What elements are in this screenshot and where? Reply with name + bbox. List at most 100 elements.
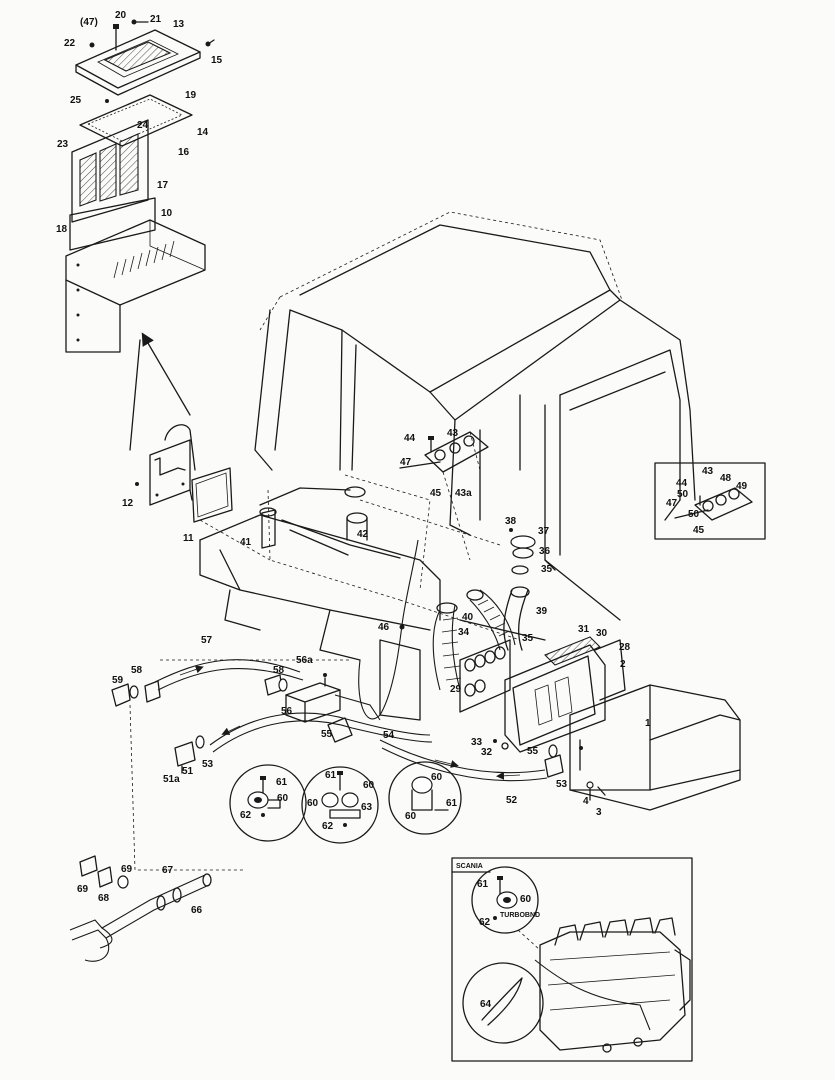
label: 29 bbox=[450, 684, 462, 695]
label: 61 bbox=[446, 798, 458, 809]
label: 61 bbox=[325, 770, 337, 781]
label: 15 bbox=[211, 55, 223, 66]
label: 58 bbox=[131, 665, 143, 676]
clamp-detail-1 bbox=[229, 764, 307, 842]
filter-box-explosion bbox=[65, 19, 215, 451]
label: 37 bbox=[538, 526, 550, 537]
label: 14 bbox=[197, 127, 209, 138]
label: 28 bbox=[619, 642, 631, 653]
label: 69 bbox=[121, 864, 133, 875]
label: 66 bbox=[191, 905, 203, 916]
label: 21 bbox=[150, 14, 162, 25]
label: 20 bbox=[115, 10, 127, 21]
label: 22 bbox=[64, 38, 76, 49]
label: 31 bbox=[578, 624, 590, 635]
label: 63 bbox=[361, 802, 373, 813]
label: 62 bbox=[240, 810, 252, 821]
label: 61 bbox=[477, 879, 489, 890]
box-1 bbox=[569, 684, 741, 811]
label: 56a bbox=[296, 655, 313, 666]
label: 54 bbox=[383, 730, 395, 741]
label: 43 bbox=[447, 428, 459, 439]
vent-detail-box bbox=[654, 462, 766, 540]
label: 2 bbox=[620, 659, 626, 670]
label: 17 bbox=[157, 180, 169, 191]
label: 13 bbox=[173, 19, 185, 30]
label: 55 bbox=[321, 729, 333, 740]
label: 55 bbox=[527, 746, 539, 757]
label: 60 bbox=[277, 793, 289, 804]
label: 50 bbox=[677, 489, 689, 500]
label: 10 bbox=[161, 208, 173, 219]
label: 4 bbox=[583, 796, 589, 807]
label: 60 bbox=[431, 772, 443, 783]
label: 40 bbox=[462, 612, 474, 623]
label: 47 bbox=[666, 498, 678, 509]
label: 43 bbox=[702, 466, 714, 477]
label: (47) bbox=[80, 17, 98, 28]
ducts-hoses bbox=[432, 528, 626, 753]
clamp-detail-3 bbox=[388, 761, 462, 835]
label: 35 bbox=[522, 633, 534, 644]
label: 60 bbox=[520, 894, 532, 905]
label: SCANIA bbox=[456, 863, 483, 870]
label: 53 bbox=[202, 759, 214, 770]
label: 38 bbox=[505, 516, 517, 527]
label: 42 bbox=[357, 529, 369, 540]
label: 24 bbox=[137, 120, 149, 131]
label: 62 bbox=[322, 821, 334, 832]
label: 36 bbox=[539, 546, 551, 557]
clamp-detail-2 bbox=[301, 766, 379, 844]
label: TURBOBND bbox=[500, 912, 540, 919]
label: 33 bbox=[471, 737, 483, 748]
label: 51 bbox=[182, 766, 194, 777]
cab-outline bbox=[199, 211, 696, 721]
label: 53 bbox=[556, 779, 568, 790]
label: 41 bbox=[240, 537, 252, 548]
label: 16 bbox=[178, 147, 190, 158]
label: 67 bbox=[162, 865, 174, 876]
label: 69 bbox=[77, 884, 89, 895]
label: 3 bbox=[596, 807, 602, 818]
label: 43a bbox=[455, 488, 472, 499]
label: 39 bbox=[536, 606, 548, 617]
label: 48 bbox=[720, 473, 732, 484]
label: 59 bbox=[112, 675, 124, 686]
pipe-66-69 bbox=[69, 855, 212, 962]
label: 11 bbox=[183, 533, 194, 544]
vent-43 bbox=[399, 431, 489, 561]
label: 56 bbox=[281, 706, 293, 717]
label: 1 bbox=[645, 718, 651, 729]
label: 44 bbox=[404, 433, 416, 444]
label: 64 bbox=[480, 999, 492, 1010]
label: 30 bbox=[596, 628, 608, 639]
label: 68 bbox=[98, 893, 110, 904]
label: 52 bbox=[506, 795, 518, 806]
label: 47 bbox=[400, 457, 412, 468]
label: 23 bbox=[57, 139, 69, 150]
part-labels: (47) 20 21 13 22 15 25 19 24 14 23 16 17… bbox=[56, 10, 748, 1010]
label: 44 bbox=[676, 478, 688, 489]
label: 19 bbox=[185, 90, 197, 101]
label: 45 bbox=[693, 525, 705, 536]
label: 34 bbox=[458, 627, 470, 638]
label: 58 bbox=[273, 665, 285, 676]
label: 25 bbox=[70, 95, 82, 106]
label: 60 bbox=[307, 798, 319, 809]
label: 46 bbox=[378, 622, 390, 633]
label: 49 bbox=[736, 481, 748, 492]
scania-engine-box bbox=[451, 857, 693, 1062]
bracket-11-12 bbox=[135, 424, 271, 561]
label: 45 bbox=[430, 488, 442, 499]
label: 51a bbox=[163, 774, 180, 785]
label: 57 bbox=[201, 635, 213, 646]
label: 32 bbox=[481, 747, 493, 758]
label: 12 bbox=[122, 498, 134, 509]
label: 60 bbox=[405, 811, 417, 822]
label: 35 bbox=[541, 564, 553, 575]
label: 18 bbox=[56, 224, 68, 235]
label: 62 bbox=[479, 917, 491, 928]
label: 60 bbox=[363, 780, 375, 791]
